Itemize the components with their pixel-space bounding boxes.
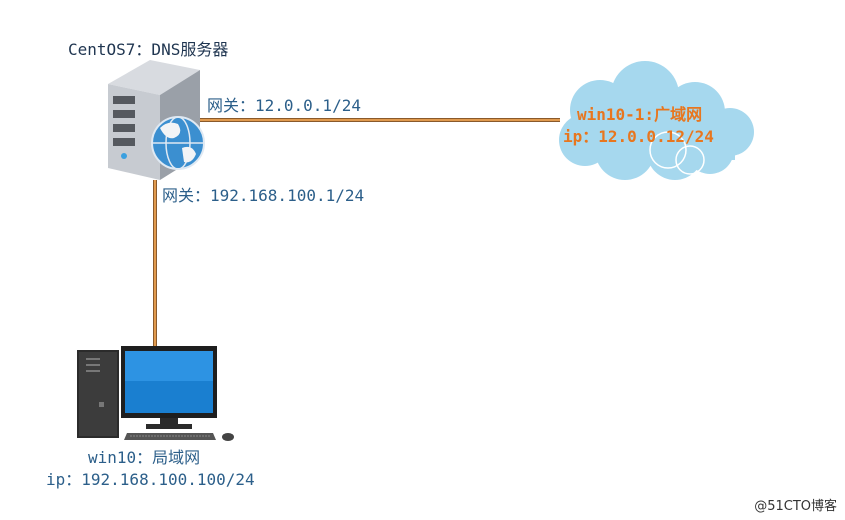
client-ip: ip：192.168.100.100/24 bbox=[46, 470, 255, 489]
server-tower-globe-icon bbox=[108, 60, 205, 180]
client-name: win10：局域网 bbox=[88, 448, 201, 467]
desktop-computer-icon bbox=[77, 346, 234, 441]
cloud-bubble-outline bbox=[649, 131, 705, 175]
server-title: CentOS7：DNS服务器 bbox=[68, 40, 229, 59]
cloud-icon bbox=[559, 61, 754, 180]
server-gateway-wan: 网关：12.0.0.1/24 bbox=[207, 96, 361, 115]
cloud-name: win10-1:广域网 bbox=[577, 105, 703, 124]
cloud-ip: ip：12.0.0.12/24 bbox=[563, 127, 714, 146]
server-gateway-lan: 网关：192.168.100.1/24 bbox=[162, 186, 365, 205]
watermark: @51CTO博客 bbox=[754, 499, 837, 514]
